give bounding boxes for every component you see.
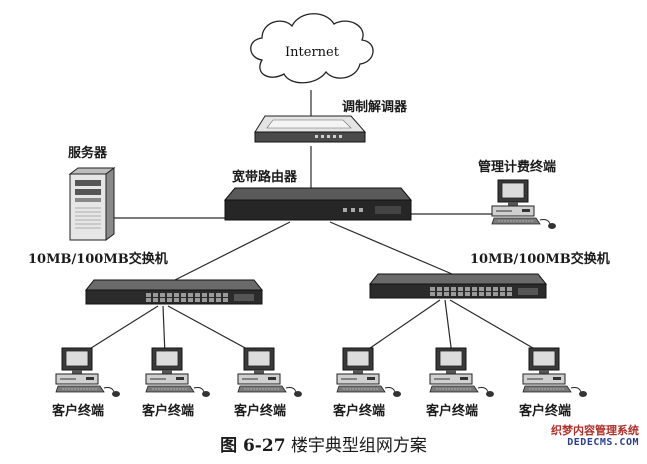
client-terminal-1-label: 客户终端	[51, 404, 104, 419]
client-terminal-4-icon	[336, 347, 402, 398]
link-switch-left-client-3	[167, 305, 259, 356]
client-terminal-5-icon	[429, 347, 495, 398]
client-terminal-2-icon	[145, 347, 211, 398]
site-watermark: 织梦内容管理系统 DEDECMS.COM	[551, 424, 639, 449]
client-terminal-6-icon	[522, 347, 588, 398]
network-links	[79, 90, 546, 356]
link-router-switch-left	[174, 221, 291, 281]
router-icon	[223, 187, 413, 221]
switch-right-label: 10MB/100MB交换机	[470, 252, 610, 267]
link-switch-right-client-6	[449, 299, 546, 356]
modem-icon	[254, 115, 367, 143]
link-switch-left-client-1	[79, 305, 159, 356]
client-terminal-4-label: 客户终端	[332, 404, 385, 419]
client-terminal-3-label: 客户终端	[233, 404, 286, 419]
router-label: 宽带路由器	[232, 170, 298, 185]
link-switch-right-client-5	[444, 299, 453, 356]
watermark-line-1: 织梦内容管理系统	[551, 424, 639, 437]
internet-label: Internet	[285, 45, 340, 60]
client-terminal-6-label: 客户终端	[518, 404, 571, 419]
switch-left-icon	[85, 279, 263, 305]
billing-terminal-label: 管理计费终端	[478, 160, 557, 175]
modem-label: 调制解调器	[342, 100, 408, 115]
link-switch-right-client-4	[359, 299, 441, 356]
billing-terminal-icon	[491, 179, 557, 230]
link-router-switch-right	[329, 221, 453, 275]
server-label: 服务器	[68, 146, 108, 161]
switch-right-icon	[369, 273, 547, 299]
switch-left-label: 10MB/100MB交换机	[28, 252, 168, 267]
figure-number: 图 6-27	[220, 436, 286, 456]
figure-caption: 图 6-27 楼宇典型组网方案	[0, 436, 647, 456]
client-terminal-1-icon	[55, 347, 121, 398]
client-terminal-2-label: 客户终端	[141, 404, 194, 419]
figure-title: 楼宇典型组网方案	[290, 436, 427, 456]
link-switch-left-client-2	[162, 305, 166, 356]
server-icon	[68, 167, 116, 241]
client-terminal-5-label: 客户终端	[425, 404, 478, 419]
client-terminal-3-icon	[237, 347, 303, 398]
internet-cloud-icon	[250, 13, 374, 84]
watermark-line-2: DEDECMS.COM	[567, 437, 639, 448]
